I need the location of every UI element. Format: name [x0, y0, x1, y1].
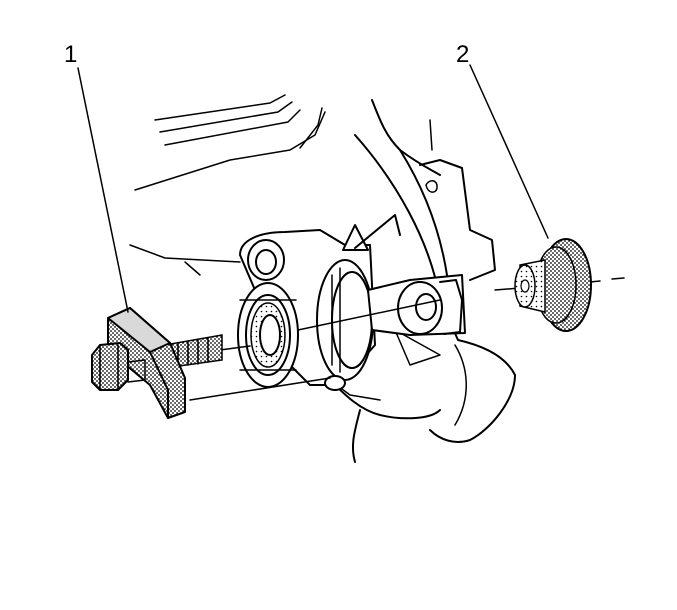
bearing — [237, 282, 299, 388]
callout-2-label: 2 — [456, 41, 469, 68]
callout-2-leader — [469, 64, 549, 239]
shift-shaft-lever — [367, 274, 466, 336]
callout-1-leader — [77, 67, 129, 313]
callout-1-label: 1 — [64, 41, 77, 68]
seal-bushing — [514, 238, 592, 332]
tool-bracket-with-bolt — [91, 307, 223, 419]
